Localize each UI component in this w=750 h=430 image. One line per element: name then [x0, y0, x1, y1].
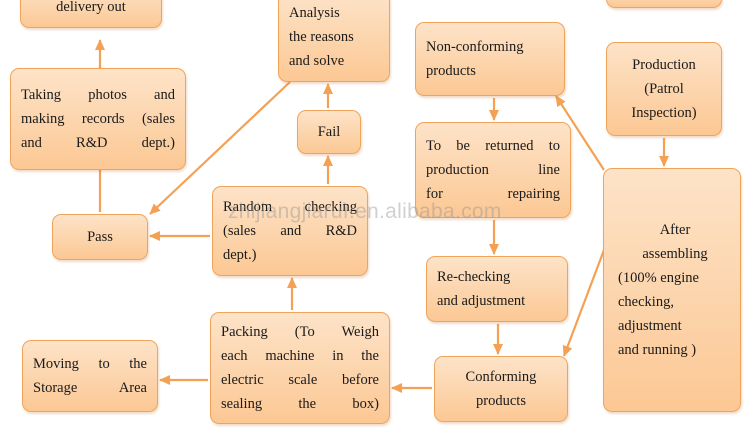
node-text-line: Re-checking — [437, 269, 511, 285]
node-text-line: Taking photos and — [21, 87, 175, 103]
node-text-line: Production — [632, 57, 696, 73]
node-conforming-products: Conforming products — [434, 356, 568, 422]
node-text-line: production line — [426, 162, 560, 178]
node-returned-to-production: To be returned to production line for re… — [415, 122, 571, 218]
node-text-line: and solve — [289, 53, 345, 69]
node-text-line: (sales and R&D — [223, 223, 357, 239]
node-text-line: products — [476, 393, 526, 409]
node-text-line: Conforming — [465, 369, 537, 385]
node-fail: Fail — [297, 110, 361, 154]
node-text-line: and R&D dept.) — [21, 135, 175, 151]
node-text-line: assembling — [642, 246, 708, 262]
node-analysis: Analysis the reasons and solve — [278, 0, 390, 82]
node-text-line: Analysis — [289, 5, 340, 21]
arrow-assembling-to-conforming — [562, 249, 606, 357]
node-after-assembling: After assembling (100% engine checking, … — [603, 168, 741, 412]
node-rechecking: Re-checking and adjustment — [426, 256, 568, 322]
arrow-analysis-to-pass — [149, 81, 291, 215]
node-packing: Packing (To Weigh each machine in the el… — [210, 312, 390, 424]
node-text-line: Non-conforming — [426, 39, 524, 55]
node-text-line: Pass — [87, 229, 113, 245]
node-text-line: Fail — [317, 124, 341, 140]
node-text-line: Random checking — [223, 199, 357, 215]
node-text-line: adjustment — [618, 318, 682, 334]
node-text-line: Packing (To Weigh — [221, 324, 379, 340]
node-text-line: To be returned to — [426, 138, 560, 154]
node-text-line: products — [426, 63, 476, 79]
arrow-assembling-to-nonconforming — [555, 95, 605, 171]
node-text-line: (Patrol — [644, 81, 684, 97]
node-text-line: Moving to the — [33, 356, 147, 372]
node-text-line: electric scale before — [221, 372, 379, 388]
node-taking-photos: Taking photos and making records (sales … — [10, 68, 186, 170]
node-top-right — [606, 0, 722, 8]
node-non-conforming-products: Non-conforming products — [415, 22, 565, 96]
node-text-line: and adjustment — [437, 293, 526, 309]
node-text-line: After — [659, 222, 691, 238]
node-moving-to-storage: Moving to the Storage Area — [22, 340, 158, 412]
node-text-line: Storage Area — [33, 380, 147, 396]
node-pass: Pass — [52, 214, 148, 260]
node-production-patrol-inspection: Production (Patrol Inspection) — [606, 42, 722, 136]
node-text-line: (100% engine — [618, 270, 699, 286]
node-delivery-out: delivery out — [20, 0, 162, 28]
node-random-checking: Random checking (sales and R&D dept.) — [212, 186, 368, 276]
node-text-line: and running ) — [618, 342, 697, 358]
node-text-line: each machine in the — [221, 348, 379, 364]
node-text-line: sealing the box) — [221, 396, 379, 412]
node-text-line: Inspection) — [631, 105, 697, 121]
node-text-line: for repairing — [426, 186, 560, 202]
watermark: zhijiangjiaruì.en.alibaba.com — [228, 200, 502, 223]
node-text-line: delivery out — [56, 0, 126, 15]
node-text-line: checking, — [618, 294, 674, 310]
node-text-line: the reasons — [289, 29, 354, 45]
node-text-line: dept.) — [223, 247, 257, 263]
node-text-line: making records (sales — [21, 111, 175, 127]
